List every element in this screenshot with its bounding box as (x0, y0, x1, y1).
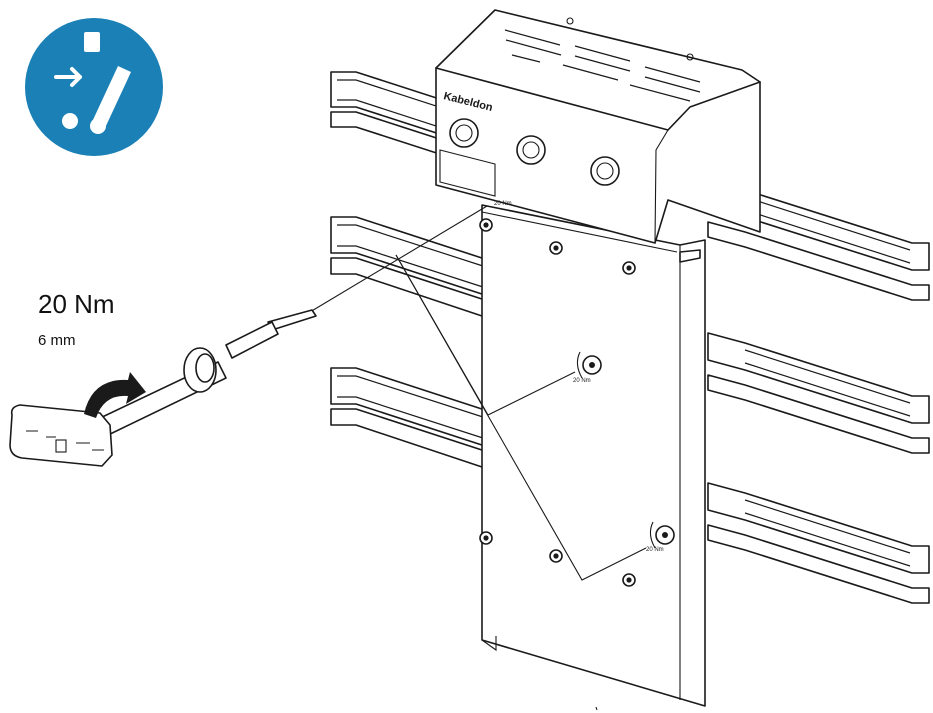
plate-hole (549, 549, 563, 563)
din-rail-left-bottom (330, 367, 489, 470)
din-rail-right-bottom (707, 482, 930, 604)
torque-screwdriver (9, 309, 317, 467)
plate-hole (622, 261, 636, 275)
terminal-screw (449, 118, 479, 148)
din-rail-right-middle (707, 332, 930, 454)
plate-hole (549, 241, 563, 255)
terminal-screw (516, 135, 546, 165)
terminal-screw (590, 156, 620, 186)
plate-hole (479, 531, 493, 545)
disconnect-before-work-icon (25, 18, 163, 156)
din-rail-left-middle (330, 216, 489, 319)
plate-screw-symbol (649, 521, 675, 549)
callout-label: 20 Nm (646, 547, 664, 553)
din-rail-right-top (707, 179, 930, 301)
plate-hole (622, 573, 636, 587)
bit-size: 6 mm (38, 332, 76, 349)
callout-label: 20 Nm (494, 201, 512, 207)
mounting-plate (481, 204, 706, 707)
torque-value: 20 Nm (38, 289, 115, 319)
callout-label: 20 Nm (573, 378, 591, 384)
callout-lines (299, 205, 647, 581)
plate-screw-symbol (576, 351, 602, 379)
terminal-housing: Kabeldon (435, 9, 761, 244)
plate-hole (479, 218, 493, 232)
